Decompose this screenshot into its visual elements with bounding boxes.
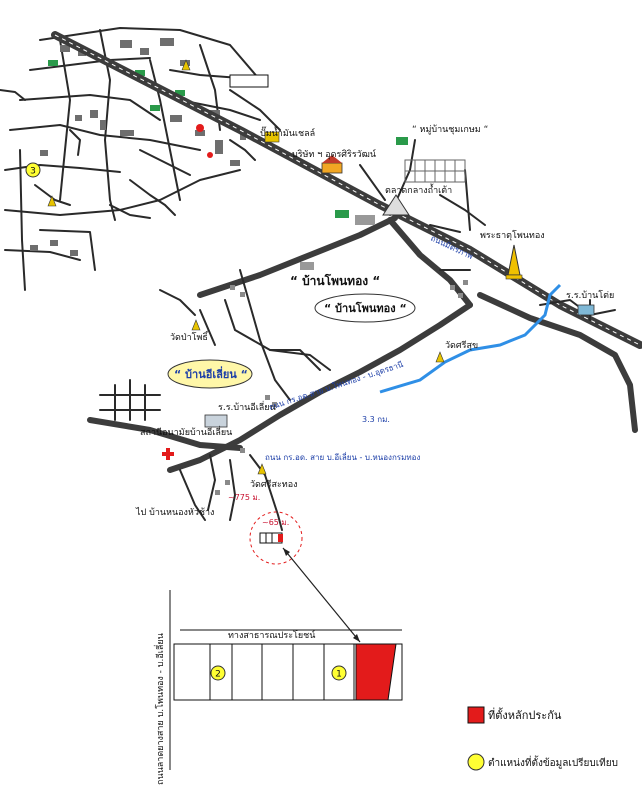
label-dist-775: ~775 ม. — [228, 493, 260, 502]
label-inset-left-road: ถนนลาดยางสาย บ.โพนทอง - บ.อีเลี่ยน — [153, 633, 166, 785]
marker-3-text: 3 — [30, 167, 36, 177]
label-health: สถานีอนามัยบ้านอีเลี่ยน — [140, 425, 232, 438]
town-small-icons — [48, 59, 269, 158]
label-market: ตลาดกลางถ้ำเต้า — [385, 183, 452, 196]
inset-diagram — [169, 590, 403, 770]
label-dist-65: ~65 ม. — [262, 518, 289, 527]
marker-2: 2 — [210, 665, 226, 681]
zoom-arrow — [282, 547, 361, 643]
legend-swatch-collateral — [467, 706, 485, 724]
label-village-main-2: “ บ้านโพนทอง “ — [324, 301, 407, 315]
road-phonthong-main — [87, 215, 638, 473]
label-road-name-1: ถนน กร.อด. สาย บ.อีเลี่ยน - บ.หนองกรมทอง — [265, 451, 420, 462]
label-to-road: ไป บ้านหนองหัวช้าง — [135, 507, 214, 518]
scattered-houses — [215, 280, 468, 495]
landmarks — [47, 131, 595, 475]
label-chedi: พระธาตุโพนทอง — [480, 230, 545, 241]
target-circle — [249, 511, 303, 565]
river — [379, 283, 562, 394]
legend-collateral-label: ที่ตั้งหลักประกัน — [488, 707, 562, 722]
label-village-main: “ บ้านโพนทอง “ — [290, 273, 380, 288]
market-grid — [404, 159, 466, 183]
legend-swatch-comparison — [467, 753, 485, 771]
label-company: บริษัท ฯ อุดรศิริรวัฒน์ — [292, 148, 376, 160]
label-village-chun: “ หมู่บ้านชุมเกษม “ — [412, 124, 488, 135]
label-road-name-2: ถนน กร.อด.สาย บ.โพนทอง - บ.อุดรธานี — [268, 359, 405, 412]
marker-1: 1 — [331, 665, 347, 681]
highway-mitraphap — [51, 31, 642, 349]
label-shell: ปั๊มน้ำมันเชลล์ — [260, 126, 315, 139]
town-road-network — [0, 27, 281, 291]
label-village-left: “ บ้านอีเลี่ยน “ — [174, 366, 248, 381]
label-inset-top-road: ทางสาธารณประโยชน์ — [228, 629, 316, 641]
label-wat-left: วัดป่าโพธิ์ — [170, 330, 209, 343]
secondary-roads — [99, 139, 616, 531]
label-school-left: ร.ร.บ้านอีเลี่ยน — [218, 400, 276, 413]
oval-eelian — [167, 359, 253, 389]
legend-comparison-label: ตำแหน่งที่ตั้งข้อมูลเปรียบเทียบ — [488, 755, 618, 769]
label-33: 3.3 กม. — [362, 415, 390, 424]
marker-1-text: 1 — [336, 670, 342, 680]
label-school-right: ร.ร.บ้านโต่ย — [566, 290, 614, 301]
marker-3: 3 — [25, 162, 41, 178]
label-wat-bottom: วัดศรีสะทอง — [250, 479, 298, 490]
collateral-plot — [355, 643, 397, 701]
legend: ที่ตั้งหลักประกัน ตำแหน่งที่ตั้งข้อมูลเป… — [467, 706, 618, 771]
oval-phonthong — [314, 293, 416, 323]
label-wat-sri: วัดศรีสุข — [445, 340, 478, 351]
marker-2-text: 2 — [215, 670, 221, 680]
